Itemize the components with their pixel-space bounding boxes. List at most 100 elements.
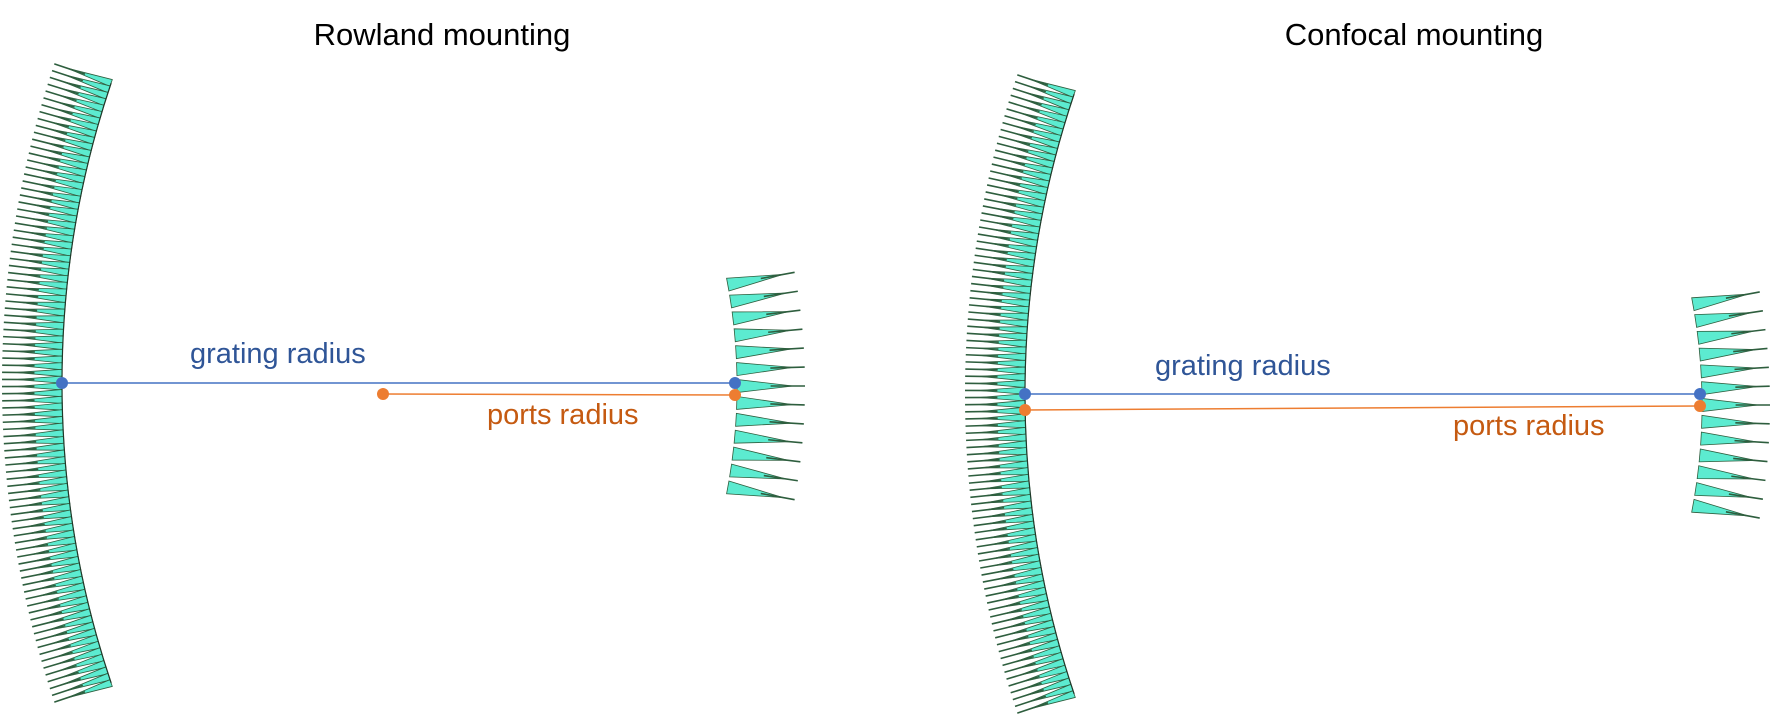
waveguide-line: [27, 597, 59, 607]
waveguide-line: [976, 541, 1009, 548]
waveguide-line: [9, 257, 43, 264]
taper-shape: [731, 311, 789, 326]
waveguide-line: [7, 278, 40, 284]
grating-waveguide: [3, 422, 64, 431]
waveguide-line: [2, 350, 35, 353]
grating-waveguide: [3, 321, 65, 331]
waveguide-line: [977, 233, 1010, 241]
waveguide-line: [43, 658, 75, 669]
grating-waveguide: [2, 375, 63, 384]
grating-waveguide: [965, 420, 1027, 429]
waveguide-line: [976, 240, 1009, 247]
grating-waveguide: [966, 440, 1027, 449]
taper-shape: [735, 345, 792, 360]
waveguide-line: [11, 516, 44, 523]
waveguide-line: [966, 332, 1000, 337]
grating-waveguide: [976, 240, 1038, 255]
rowland-grating-radius-label: grating radius: [190, 338, 366, 370]
confocal-ports-center-dot: [1019, 404, 1031, 416]
waveguide-line: [33, 624, 66, 635]
waveguide-line: [969, 486, 1002, 492]
waveguide-line: [23, 173, 56, 182]
taper-shape: [729, 463, 787, 480]
waveguide-line: [25, 591, 58, 600]
rowland-grating-focus-dot: [729, 377, 741, 389]
waveguide-line: [3, 440, 37, 445]
waveguide-line: [996, 635, 1029, 646]
confocal-ports-radius-line: [1024, 405, 1701, 411]
waveguide-line: [47, 83, 79, 95]
output-port-waveguide: [1694, 310, 1764, 328]
waveguide-line: [6, 285, 39, 291]
taper-shape: [1701, 414, 1758, 429]
grating-waveguide: [965, 386, 1026, 395]
grating-waveguide: [965, 400, 1026, 409]
grating-waveguide: [969, 480, 1031, 492]
waveguide-line: [998, 642, 1031, 653]
taper-shape: [979, 359, 1027, 368]
waveguide-line: [766, 456, 801, 463]
output-port-waveguide: [733, 429, 803, 444]
waveguide-line: [1734, 439, 1769, 444]
waveguide-line: [30, 611, 63, 621]
confocal-grating-waveguides: [965, 74, 1076, 714]
taper-shape: [736, 362, 793, 377]
waveguide-line: [1012, 87, 1044, 100]
waveguide-line: [975, 247, 1008, 254]
waveguide-line: [991, 163, 1024, 173]
waveguide-line: [1734, 366, 1769, 371]
waveguide-line: [28, 604, 61, 614]
taper-shape: [1694, 312, 1752, 328]
grating-waveguide: [2, 415, 64, 424]
waveguide-line: [39, 110, 71, 122]
waveguide-line: [965, 410, 998, 413]
waveguide-line: [966, 451, 1000, 456]
output-port-waveguide: [735, 345, 804, 360]
waveguide-line: [28, 152, 61, 162]
output-port-waveguide: [1698, 448, 1768, 463]
taper-shape: [16, 348, 64, 357]
grating-waveguide: [3, 328, 64, 337]
taper-shape: [1700, 431, 1757, 446]
waveguide-line: [965, 424, 998, 427]
taper-shape: [16, 402, 63, 411]
waveguide-line: [1000, 649, 1033, 660]
taper-shape: [1696, 465, 1754, 480]
waveguide-line: [8, 489, 41, 495]
grating-waveguide: [1017, 690, 1076, 714]
grating-waveguide: [8, 264, 70, 277]
waveguide-line: [968, 472, 1001, 477]
waveguide-line: [985, 588, 1018, 597]
waveguide-line: [770, 403, 805, 406]
grating-waveguide: [2, 355, 63, 364]
waveguide-line: [14, 222, 47, 230]
confocal-grating-center-dot: [1019, 388, 1031, 400]
waveguide-line: [994, 149, 1027, 159]
output-port-waveguide: [736, 362, 805, 377]
taper-shape: [1691, 293, 1749, 312]
waveguide-line: [978, 554, 1012, 562]
waveguide-line: [769, 347, 804, 351]
waveguide-line: [2, 406, 35, 409]
taper-shape: [16, 355, 63, 364]
waveguide-line: [966, 346, 999, 350]
waveguide-line: [994, 629, 1027, 639]
waveguide-line: [763, 290, 798, 298]
waveguide-line: [974, 254, 1007, 261]
waveguide-line: [970, 289, 1003, 295]
waveguide-line: [1725, 511, 1760, 519]
output-port-waveguide: [736, 379, 805, 393]
grating-waveguide: [4, 314, 65, 324]
waveguide-line: [3, 427, 36, 431]
output-port-waveguide: [1691, 498, 1760, 519]
waveguide-line: [9, 502, 43, 509]
waveguide-line: [1735, 385, 1770, 388]
waveguide-line: [15, 543, 49, 551]
taper-shape: [735, 412, 792, 427]
waveguide-line: [49, 677, 81, 690]
waveguide-line: [7, 482, 40, 488]
waveguide-line: [37, 117, 70, 128]
waveguide-line: [2, 399, 35, 402]
waveguide-line: [5, 461, 38, 466]
waveguide-line: [10, 250, 43, 257]
